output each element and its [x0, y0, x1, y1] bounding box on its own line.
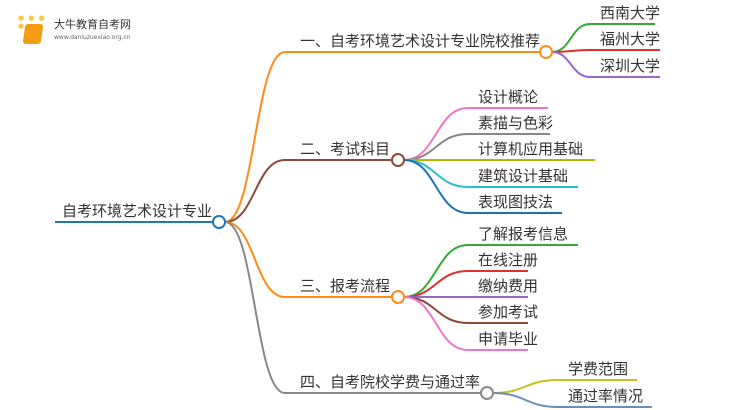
- leaf-node[interactable]: 在线注册: [478, 251, 539, 269]
- branch-2-collapse-toggle[interactable]: [391, 153, 405, 167]
- leaf-node[interactable]: 素描与色彩: [478, 114, 554, 132]
- logo-dots-icon: ● ● ● ●: [18, 14, 46, 30]
- root-node[interactable]: 自考环境艺术设计专业: [62, 202, 213, 220]
- branch-3-node[interactable]: 三、报考流程: [300, 277, 391, 295]
- leaf-node[interactable]: 西南大学: [600, 4, 661, 22]
- leaf-connector: [403, 133, 550, 161]
- branch-4-collapse-toggle[interactable]: [480, 386, 494, 400]
- leaf-node[interactable]: 计算机应用基础: [478, 140, 584, 158]
- logo-name: 大牛教育自考网: [54, 18, 131, 31]
- branch-3-collapse-toggle[interactable]: [391, 290, 405, 304]
- branch-2-connector: [224, 159, 392, 223]
- leaf-connector: [403, 296, 528, 351]
- logo: ● ● ● ● 大牛教育自考网 www.daniuzuexiao.org.cn: [18, 14, 148, 48]
- branch-4-node[interactable]: 四、自考院校学费与通过率: [300, 373, 481, 391]
- branch-2-node[interactable]: 二、考试科目: [300, 140, 391, 158]
- leaf-node[interactable]: 缴纳费用: [478, 277, 539, 295]
- leaf-node[interactable]: 了解报考信息: [478, 225, 569, 243]
- leaf-connector: [403, 107, 548, 161]
- branch-1-node[interactable]: 一、自考环境艺术设计专业院校推荐: [300, 32, 541, 50]
- leaf-node[interactable]: 参加考试: [478, 303, 539, 321]
- leaf-node[interactable]: 设计概论: [478, 88, 539, 106]
- leaf-node[interactable]: 福州大学: [600, 30, 661, 48]
- branch-3-connector: [224, 221, 392, 298]
- leaf-node[interactable]: 建筑设计基础: [478, 167, 569, 185]
- leaf-node[interactable]: 表现图技法: [478, 193, 554, 211]
- leaf-node[interactable]: 深圳大学: [600, 57, 661, 75]
- branch-1-collapse-toggle[interactable]: [539, 45, 553, 59]
- leaf-connector: [403, 244, 578, 298]
- root-collapse-toggle[interactable]: [212, 215, 226, 229]
- leaf-connector: [403, 159, 562, 214]
- leaf-connector: [492, 392, 652, 408]
- branch-1-connector: [224, 51, 540, 223]
- branch-4-connector: [224, 221, 481, 394]
- leaf-connector: [551, 51, 660, 78]
- logo-url: www.daniuzuexiao.org.cn: [54, 34, 131, 41]
- leaf-node[interactable]: 学费范围: [568, 360, 629, 378]
- leaf-connector: [403, 270, 528, 298]
- leaf-connector: [551, 49, 660, 53]
- leaf-node[interactable]: 通过率情况: [568, 387, 644, 405]
- leaf-node[interactable]: 申请毕业: [478, 330, 539, 348]
